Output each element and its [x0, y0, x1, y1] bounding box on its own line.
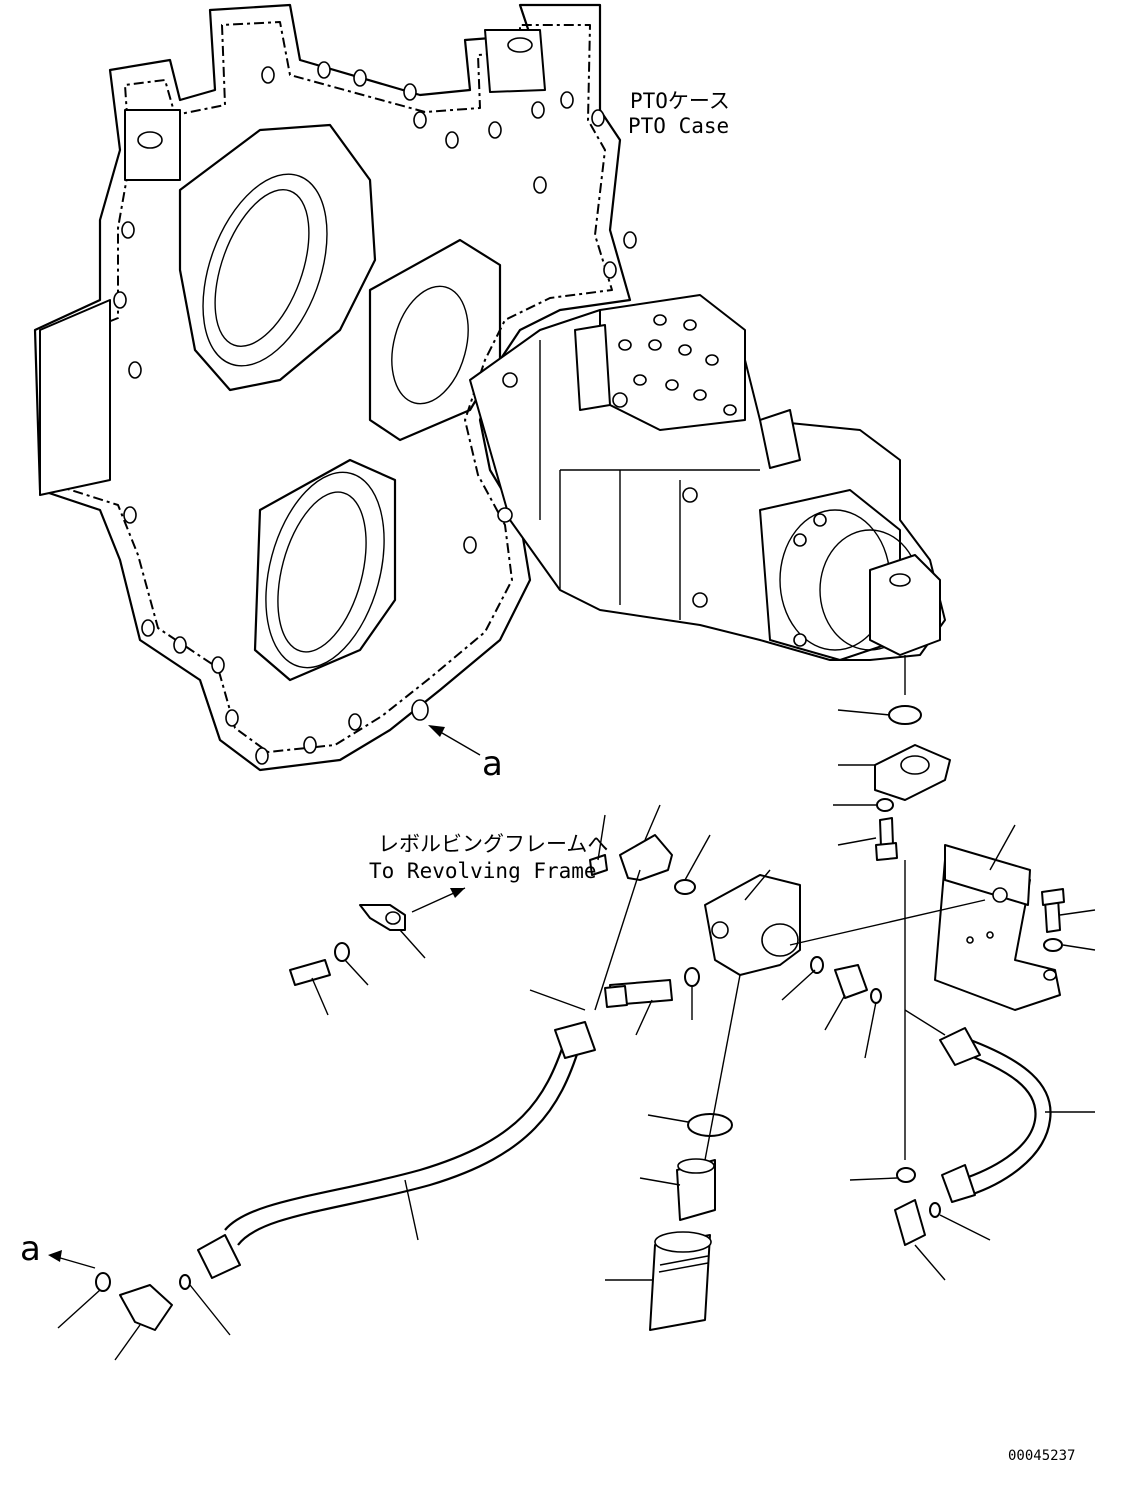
- o-ring-flange: [888, 705, 922, 725]
- arrow-a-upper: [428, 725, 481, 756]
- washer: [876, 798, 894, 812]
- revolving-frame-label-en: To Revolving Frame: [369, 859, 597, 883]
- filter-head: [589, 834, 882, 1331]
- leader-lines: [57, 709, 1096, 1361]
- flange-stack: [874, 655, 951, 1183]
- revolving-frame-label-jp: レボルビングフレームへ: [378, 832, 608, 856]
- arrow-a-lower: [48, 1250, 96, 1269]
- hose-right: [894, 1027, 1052, 1246]
- clip: [289, 904, 406, 986]
- housing-bolt-holes: [113, 61, 637, 765]
- marker-a-upper: a: [482, 744, 503, 784]
- filter-bracket: [934, 844, 1065, 1011]
- clip-bolt: [289, 959, 331, 986]
- arrow-to-frame: [411, 887, 466, 913]
- marker-a-lower: a: [20, 1229, 41, 1269]
- hydraulic-pump-assembly: [469, 294, 946, 661]
- adapter-fitting: [834, 964, 868, 999]
- elbow-fitting-left: [119, 1284, 173, 1331]
- drawing-number: 00045237: [1008, 1448, 1075, 1464]
- valve-bolts: [618, 314, 737, 416]
- pto-case-label-jp: PTOケース: [630, 89, 730, 113]
- pto-case-label-en: PTO Case: [628, 114, 729, 138]
- suction-hose-left: [95, 1021, 596, 1331]
- elbow-fitting-right: [894, 1199, 926, 1246]
- tee-fitting: [619, 834, 673, 881]
